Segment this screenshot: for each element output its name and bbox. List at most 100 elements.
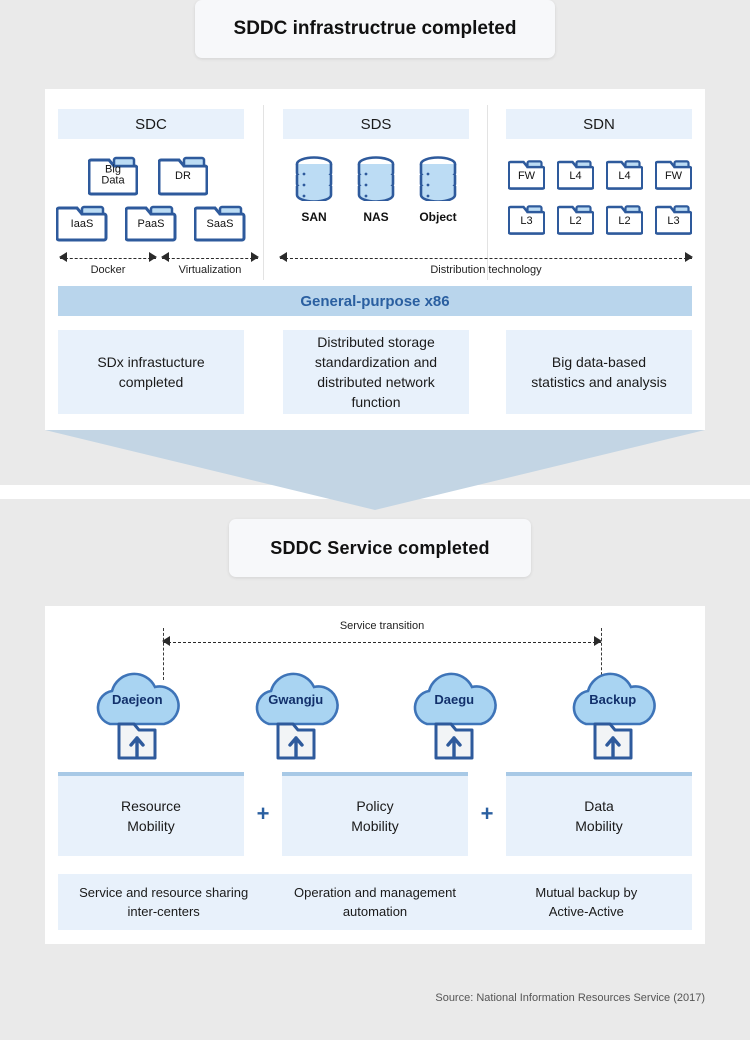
column-header-sdc: SDC bbox=[58, 109, 244, 139]
upload-arrow-icon bbox=[446, 736, 462, 758]
folder-label: SaaS bbox=[206, 217, 234, 230]
dashed-line bbox=[163, 642, 601, 643]
folder-icon bbox=[55, 205, 108, 242]
column-header-sds: SDS bbox=[283, 109, 469, 139]
measure-caption: Docker bbox=[90, 264, 126, 276]
dashed-line bbox=[280, 258, 692, 259]
cloud-label: Backup bbox=[589, 692, 637, 707]
upload-arrow-icon bbox=[129, 736, 145, 758]
storage-nas: NAS bbox=[356, 155, 396, 224]
plus-symbol-1: + bbox=[256, 801, 270, 826]
folder-icon bbox=[157, 156, 209, 196]
storage-label: Object bbox=[419, 210, 457, 224]
folder-label: L4 bbox=[569, 169, 582, 182]
folder-icon-saas: SaaS bbox=[193, 200, 246, 247]
folder-icon bbox=[654, 160, 693, 190]
folder-icon-l3-2: L3 bbox=[654, 200, 693, 241]
arrow-right-icon bbox=[594, 636, 602, 646]
source-attribution: Source: National Information Resources S… bbox=[435, 992, 705, 1004]
arrow-left-icon bbox=[161, 252, 169, 262]
folder-label: PaaS bbox=[137, 217, 165, 230]
measure-caption: Virtualization bbox=[178, 264, 242, 276]
column-divider bbox=[487, 105, 488, 280]
measure-distribution-technology: Distribution technology bbox=[279, 252, 693, 278]
dashed-line bbox=[60, 258, 156, 259]
folder-icon-fw-1: FW bbox=[507, 155, 546, 196]
platform-bar: General-purpose x86 bbox=[58, 286, 692, 316]
cloud-icon bbox=[413, 672, 498, 760]
column-header-sdn: SDN bbox=[506, 109, 692, 139]
service-title: SDDC Service completed bbox=[229, 519, 531, 577]
storage-label: SAN bbox=[301, 210, 327, 224]
measure-virtualization: Virtualization bbox=[161, 252, 259, 278]
folder-label: L2 bbox=[618, 214, 631, 227]
folder-icon bbox=[87, 156, 139, 196]
database-cylinder-icon bbox=[419, 156, 457, 203]
cloud-label: Daejeon bbox=[111, 692, 163, 707]
transition-caption: Service transition bbox=[339, 620, 425, 632]
arrow-right-icon bbox=[685, 252, 693, 262]
folder-label: L3 bbox=[667, 214, 680, 227]
folder-icon-paas: PaaS bbox=[124, 200, 177, 247]
arrow-right-icon bbox=[149, 252, 157, 262]
upload-arrow-icon bbox=[605, 736, 621, 758]
folder-label: L3 bbox=[520, 214, 533, 227]
cloud-icon bbox=[255, 672, 339, 760]
infrastructure-title: SDDC infrastructrue completed bbox=[195, 0, 555, 58]
dashed-line bbox=[162, 258, 258, 259]
folder-icon-iaas: IaaS bbox=[55, 200, 108, 247]
folder-label: L2 bbox=[569, 214, 582, 227]
cloud-row: Daejeon Gwangju Daegu Backup bbox=[58, 666, 692, 766]
cloud-daejeon: Daejeon bbox=[58, 666, 217, 766]
folder-label: IaaS bbox=[70, 217, 94, 230]
folder-label: FW bbox=[664, 169, 683, 182]
sds-storage-icons: SAN NAS Object bbox=[283, 155, 469, 230]
folder-icon bbox=[605, 205, 644, 235]
plus-symbol-2: + bbox=[480, 801, 494, 826]
cloud-backup: Backup bbox=[534, 666, 693, 766]
sdc-folder-row-2: IaaS PaaS SaaS bbox=[55, 200, 246, 247]
storage-san: SAN bbox=[294, 155, 334, 224]
arrow-left-icon bbox=[59, 252, 67, 262]
folder-icon-dr: DR bbox=[157, 150, 209, 201]
cloud-gwangju: Gwangju bbox=[217, 666, 376, 766]
folder-label: FW bbox=[517, 169, 536, 182]
database-cylinder-icon bbox=[295, 156, 333, 203]
transition-tick-left bbox=[163, 628, 164, 680]
folder-icon bbox=[556, 160, 595, 190]
folder-icon-l2-2: L2 bbox=[605, 200, 644, 241]
folder-icon bbox=[507, 160, 546, 190]
transition-tick-right bbox=[601, 628, 602, 680]
folder-icon bbox=[124, 205, 177, 242]
sdn-folder-row-1: FW L4 L4 FW bbox=[507, 155, 693, 196]
folder-icon-l2-1: L2 bbox=[556, 200, 595, 241]
upload-arrow-icon bbox=[288, 736, 304, 758]
database-cylinder-icon bbox=[357, 156, 395, 203]
arrow-left-icon bbox=[162, 636, 170, 646]
cloud-icon bbox=[572, 672, 656, 760]
folder-icon bbox=[556, 205, 595, 235]
cloud-label: Gwangju bbox=[268, 692, 324, 707]
arrow-left-icon bbox=[279, 252, 287, 262]
folder-icon-l4-1: L4 bbox=[556, 155, 595, 196]
measure-service-transition: Service transition bbox=[162, 620, 602, 662]
cloud-icon bbox=[96, 672, 181, 760]
folder-label: DR bbox=[175, 169, 191, 182]
cloud-label: Daegu bbox=[434, 692, 475, 707]
folder-icon bbox=[193, 205, 246, 242]
folder-icon bbox=[605, 160, 644, 190]
storage-object: Object bbox=[418, 155, 458, 224]
